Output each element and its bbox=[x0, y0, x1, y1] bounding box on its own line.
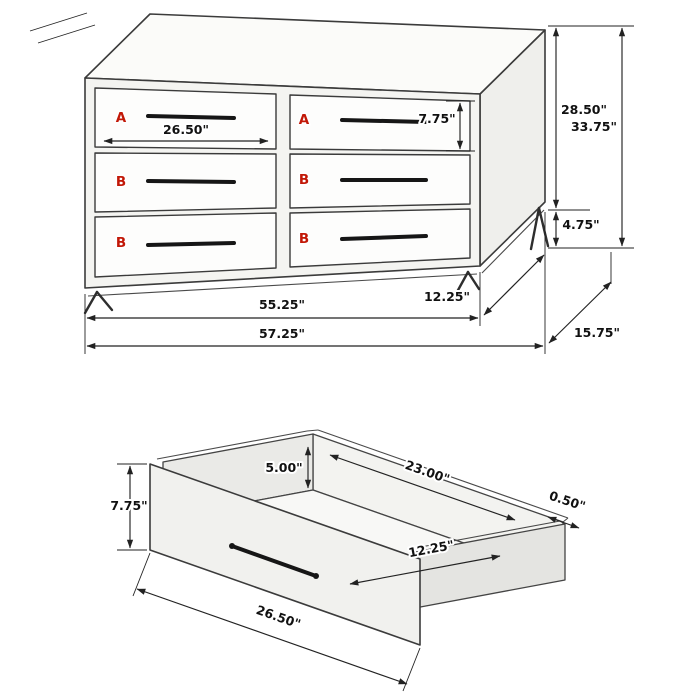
drawer-front-handle bbox=[229, 543, 319, 579]
drawer-handle bbox=[146, 114, 236, 120]
front-left-leg bbox=[95, 290, 114, 312]
top-left-reference-lines bbox=[29, 12, 96, 44]
front-right-leg bbox=[455, 270, 470, 294]
back-right-leg bbox=[537, 206, 550, 248]
drawer-handle bbox=[146, 179, 236, 184]
dimension-line-body-depth bbox=[483, 254, 545, 316]
dim-leg-height-label: 4.75" bbox=[562, 217, 599, 232]
dimension-line bbox=[329, 454, 516, 521]
dim-overall-height-label: 33.75" bbox=[571, 119, 617, 134]
base-rail-front bbox=[87, 273, 478, 297]
dim-side-thickness-label: 0.50" bbox=[547, 488, 587, 514]
dim-overall-width-label: 57.25" bbox=[259, 326, 305, 341]
front-left-leg bbox=[83, 290, 99, 315]
dim-drawer-height: 7.75" bbox=[416, 100, 475, 152]
dim-widths-bottom: 55.25" 12.25" 57.25" 15.75" bbox=[84, 212, 622, 354]
front-right-leg bbox=[466, 270, 481, 291]
dim-overall-depth-label: 15.75" bbox=[574, 325, 620, 340]
drawer-letter: B bbox=[116, 235, 126, 251]
dim-heights-right: 28.50" 33.75" 4.75" bbox=[548, 25, 634, 249]
dim-body-depth-label: 12.25" bbox=[424, 289, 470, 304]
drawer-handle bbox=[340, 118, 428, 124]
dim-inner-height-label: 5.00" bbox=[265, 460, 302, 475]
drawer-handle bbox=[340, 234, 428, 241]
drawer-1-top-left: A bbox=[94, 87, 277, 150]
handle-post bbox=[229, 543, 235, 549]
dim-front-height: 7.75" bbox=[108, 463, 150, 551]
drawer-letter: B bbox=[299, 172, 309, 188]
corner-rim-cap bbox=[306, 429, 319, 432]
back-right-leg bbox=[529, 206, 541, 251]
dim-inner-height: 5.00" bbox=[263, 446, 312, 489]
extension-line bbox=[132, 552, 151, 597]
left-wall-rim-outer bbox=[156, 430, 308, 460]
dimension-line bbox=[349, 554, 501, 586]
dimension-line bbox=[136, 588, 408, 685]
handle-post bbox=[313, 573, 319, 579]
drawer-3-mid-left: B bbox=[94, 152, 277, 213]
legs bbox=[83, 206, 550, 315]
dim-drawer-width-label: 26.50" bbox=[163, 122, 209, 137]
dim-front-width-label: 26.50" bbox=[254, 602, 302, 631]
dim-front-height-label: 7.75" bbox=[110, 498, 147, 513]
drawer-letter: A bbox=[299, 112, 310, 128]
drawer-letter: A bbox=[116, 110, 127, 126]
extension-line bbox=[402, 647, 421, 692]
dim-body-width-label: 55.25" bbox=[259, 297, 305, 312]
reference-line bbox=[37, 24, 96, 44]
dimension-line-overall-depth bbox=[548, 281, 612, 344]
drawer-6-bottom-right: B bbox=[289, 208, 471, 268]
dimension-line bbox=[547, 516, 580, 529]
drawer-letter: B bbox=[116, 174, 126, 190]
drawer-letter: B bbox=[299, 231, 309, 247]
drawer-4-mid-right: B bbox=[289, 153, 471, 209]
dresser-view: A A B B B B bbox=[29, 12, 634, 354]
dim-case-height-label: 28.50" bbox=[561, 102, 607, 117]
dim-drawer-height-label: 7.75" bbox=[418, 111, 455, 126]
drawer-5-bottom-left: B bbox=[94, 212, 277, 278]
drawer-handle bbox=[146, 241, 236, 247]
reference-line bbox=[29, 12, 88, 32]
back-wall-rim-cap bbox=[562, 517, 569, 523]
drawer-detail-view: 7.75" 5.00" 23.00" 12.25" 0.50" 26.50" bbox=[108, 429, 589, 692]
dim-drawer-width: 26.50" bbox=[103, 120, 269, 145]
drawer-handle-bar bbox=[230, 544, 318, 578]
right-wall-rim-inner bbox=[409, 520, 561, 550]
